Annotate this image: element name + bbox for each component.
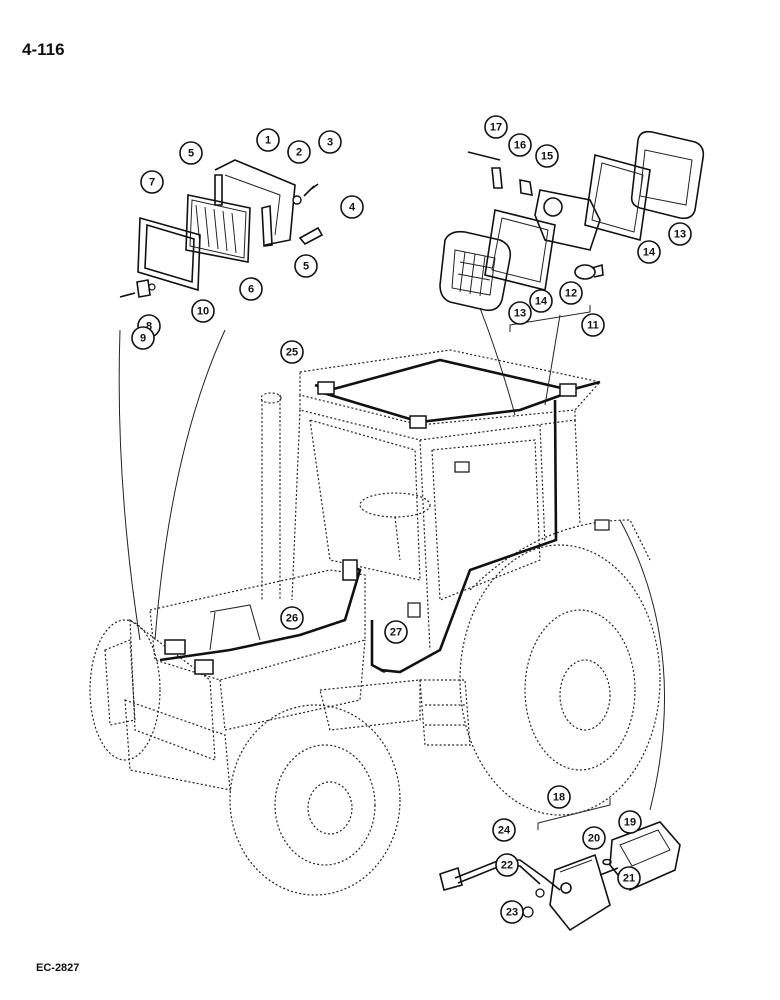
callout-label: 27 <box>390 627 402 639</box>
callout-label: 9 <box>140 333 146 345</box>
callout-label: 25 <box>286 347 298 359</box>
callout-circle <box>287 140 311 164</box>
page-number: 4-116 <box>22 40 65 59</box>
callout-5: 5 <box>179 141 203 165</box>
callout-label: 3 <box>327 137 333 149</box>
rear-fender-lamp-assembly <box>439 798 681 932</box>
callout-circle <box>618 810 642 834</box>
callout-23: 23 <box>500 900 524 924</box>
callout-1: 1 <box>256 128 280 152</box>
callout-15: 15 <box>535 144 559 168</box>
callout-label: 19 <box>624 817 636 829</box>
callout-4: 4 <box>340 195 364 219</box>
rear-work-lamp-assembly <box>439 130 705 332</box>
callout-circle <box>484 115 508 139</box>
callout-13: 13 <box>508 301 532 325</box>
callout-circle <box>495 853 519 877</box>
callout-circle <box>582 826 606 850</box>
callout-circle <box>535 144 559 168</box>
callout-circle <box>529 289 553 313</box>
callout-13: 13 <box>668 222 692 246</box>
wiring-harness <box>159 358 610 675</box>
callout-circle <box>140 170 164 194</box>
callout-circle <box>508 133 532 157</box>
callout-label: 10 <box>197 306 209 318</box>
callout-18: 18 <box>547 785 571 809</box>
callout-circle <box>280 340 304 364</box>
diagram-code: EC-2827 <box>36 962 80 974</box>
callout-2: 2 <box>287 140 311 164</box>
callout-circle <box>559 281 583 305</box>
callout-circle <box>508 301 532 325</box>
callout-26: 26 <box>280 606 304 630</box>
callout-7: 7 <box>140 170 164 194</box>
callout-12: 12 <box>559 281 583 305</box>
callout-label: 26 <box>286 613 298 625</box>
callout-label: 4 <box>349 202 356 214</box>
callout-circle <box>384 620 408 644</box>
callout-label: 12 <box>565 288 577 300</box>
front-work-lamp-assembly <box>119 159 324 298</box>
leader-lines <box>118 307 665 811</box>
callout-label: 15 <box>541 151 553 163</box>
callout-circle <box>256 128 280 152</box>
callout-label: 11 <box>587 320 599 332</box>
callout-circle <box>547 785 571 809</box>
callout-25: 25 <box>280 340 304 364</box>
callout-circle <box>318 130 342 154</box>
callout-21: 21 <box>617 866 641 890</box>
callout-layer: 1234556789101112131314141516171819202122… <box>131 115 692 924</box>
callout-22: 22 <box>495 853 519 877</box>
callout-label: 5 <box>303 261 309 273</box>
callout-circle <box>340 195 364 219</box>
callout-label: 7 <box>149 177 155 189</box>
callout-circle <box>179 141 203 165</box>
callout-3: 3 <box>318 130 342 154</box>
callout-5: 5 <box>294 254 318 278</box>
callout-label: 16 <box>514 140 526 152</box>
callout-label: 1 <box>265 135 271 147</box>
callout-label: 23 <box>506 907 518 919</box>
callout-17: 17 <box>484 115 508 139</box>
callout-circle <box>492 818 516 842</box>
callout-label: 22 <box>501 860 513 872</box>
callout-label: 6 <box>248 284 254 296</box>
callout-circle <box>294 254 318 278</box>
tractor-outline <box>89 349 661 896</box>
callout-10: 10 <box>191 299 215 323</box>
callout-16: 16 <box>508 133 532 157</box>
callout-circle <box>581 313 605 337</box>
callout-6: 6 <box>239 277 263 301</box>
callout-circle <box>617 866 641 890</box>
callout-label: 2 <box>296 147 302 159</box>
callout-circle <box>191 299 215 323</box>
callout-label: 14 <box>535 296 548 308</box>
callout-label: 8 <box>146 321 152 333</box>
callout-circle <box>131 326 155 350</box>
callout-11: 11 <box>581 313 605 337</box>
callout-circle <box>280 606 304 630</box>
callout-label: 13 <box>674 229 686 241</box>
callout-label: 18 <box>553 792 565 804</box>
callout-circle <box>239 277 263 301</box>
callout-label: 5 <box>188 148 194 160</box>
callout-24: 24 <box>492 818 516 842</box>
callout-19: 19 <box>618 810 642 834</box>
callout-14: 14 <box>529 289 553 313</box>
callout-circle <box>637 240 661 264</box>
callout-label: 24 <box>498 825 511 837</box>
callout-9: 9 <box>131 326 155 350</box>
callout-label: 21 <box>623 873 635 885</box>
callout-27: 27 <box>384 620 408 644</box>
callout-label: 20 <box>588 833 600 845</box>
callout-label: 17 <box>490 122 502 134</box>
callout-circle <box>500 900 524 924</box>
callout-circle <box>668 222 692 246</box>
callout-label: 14 <box>643 247 656 259</box>
callout-14: 14 <box>637 240 661 264</box>
callout-label: 13 <box>514 308 526 320</box>
callout-20: 20 <box>582 826 606 850</box>
